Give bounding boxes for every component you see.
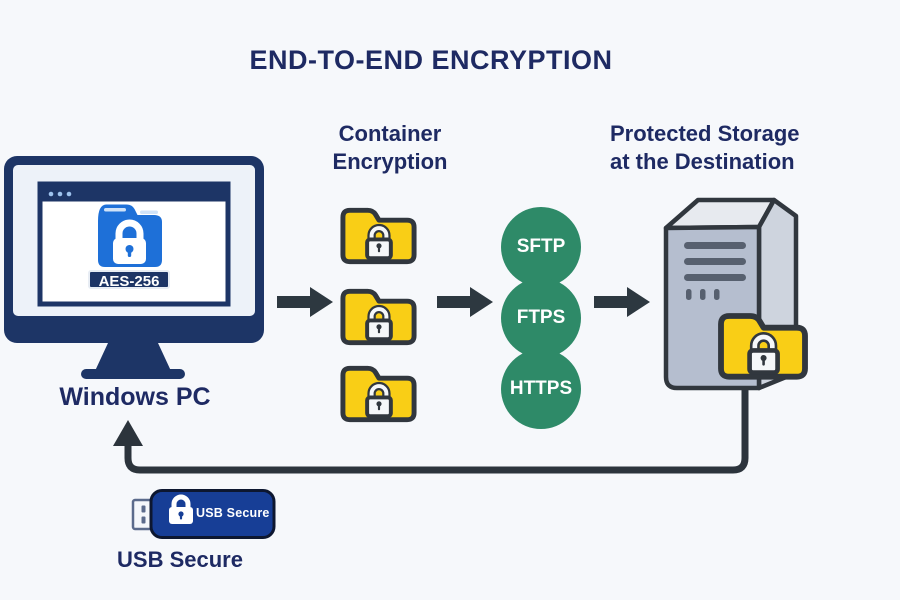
window-dots-icon <box>48 191 72 197</box>
windows-pc-label: Windows PC <box>59 383 211 411</box>
aes-256-badge: AES-256 <box>88 270 170 290</box>
server-icon <box>663 197 799 391</box>
usb-drive-label: USB Secure <box>196 506 270 520</box>
arrow-right-icon <box>277 287 333 317</box>
monitor-icon <box>4 156 264 379</box>
padlock-icon <box>113 219 146 264</box>
arrow-right-icon <box>437 287 493 317</box>
usb-secure-caption: USB Secure <box>117 547 243 572</box>
locked-folder-yellow-icon <box>721 316 805 377</box>
return-arrow-icon <box>113 385 749 474</box>
protected-storage-heading: Protected Storage at the Destination <box>610 121 800 175</box>
padlock-icon <box>169 494 193 524</box>
protocol-circles <box>501 207 581 429</box>
protocol-label-sftp: SFTP <box>516 236 566 257</box>
locked-folder-yellow-icon <box>343 368 414 419</box>
locked-folder-yellow-icon <box>343 210 414 261</box>
container-encryption-heading: Container Encryption <box>332 121 448 175</box>
arrow-right-icon <box>594 287 650 317</box>
usb-drive-icon <box>131 489 276 539</box>
container-folders <box>343 210 414 419</box>
locked-folder-blue-icon <box>98 204 162 267</box>
locked-folder-yellow-icon <box>343 291 414 342</box>
protocol-label-https: HTTPS <box>509 378 573 399</box>
page-title: END-TO-END ENCRYPTION <box>249 45 613 75</box>
protocol-label-ftps: FTPS <box>516 307 566 328</box>
